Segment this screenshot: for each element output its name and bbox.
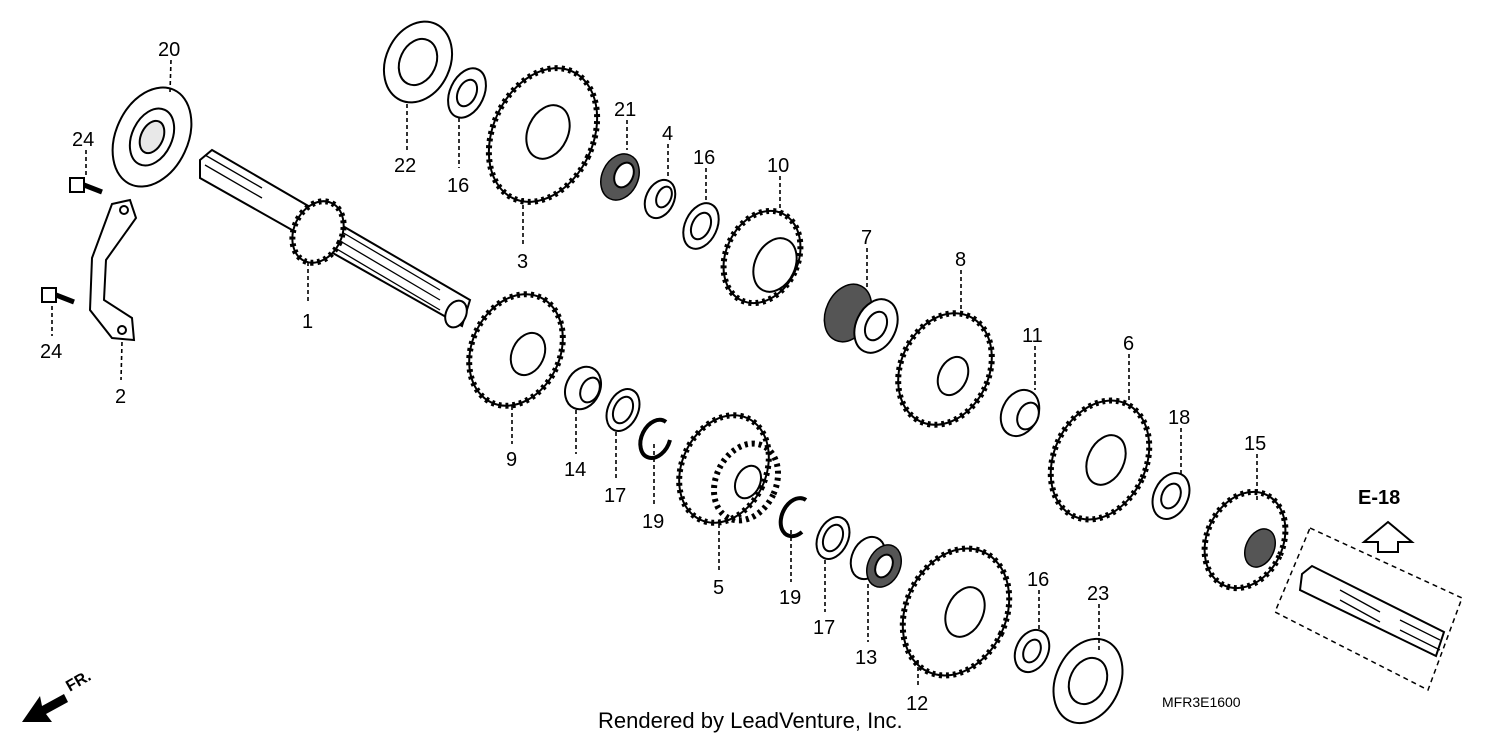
callout-10[interactable]: 10 [767,155,789,177]
callout-5[interactable]: 5 [713,577,724,599]
callout-12[interactable]: 12 [906,693,928,715]
callout-15[interactable]: 15 [1244,433,1266,455]
leader-lines [51,59,1258,688]
callout-9[interactable]: 9 [506,449,517,471]
callout-11[interactable]: 11 [1022,325,1043,347]
part-9-gear [466,291,566,409]
part-24-bolt-upper [69,177,103,195]
callout-16-lower[interactable]: 16 [1027,569,1049,591]
part-16-washer-lower [1013,628,1051,674]
part-13-needle-bearing [849,535,902,588]
callout-7[interactable]: 7 [861,227,872,249]
part-12-gear [899,545,1013,679]
callout-16-upper[interactable]: 16 [447,175,469,197]
callout-23[interactable]: 23 [1087,583,1109,605]
callout-2[interactable]: 2 [115,386,126,408]
part-20-bearing [111,86,193,188]
callout-4[interactable]: 4 [662,123,673,145]
part-5-gear [676,412,782,526]
callout-6[interactable]: 6 [1123,333,1134,355]
render-credit-caption: Rendered by LeadVenture, Inc. [598,708,903,733]
part-1-mainshaft [199,148,472,329]
part-4-bushing [643,178,677,220]
callout-21[interactable]: 21 [614,99,636,121]
callout-22[interactable]: 22 [394,155,416,177]
callout-18[interactable]: 18 [1168,407,1190,429]
part-16-washer-upper [447,67,487,119]
part-19-circlip-lower [778,496,808,539]
part-7-needle-bearing [823,283,899,354]
e18-reference-label[interactable]: E-18 [1358,487,1401,509]
callout-16-middle[interactable]: 16 [693,147,715,169]
part-8-gear [895,310,995,428]
callout-19-lower[interactable]: 19 [779,587,801,609]
part-3-gear [485,65,601,205]
part-10-gear [720,207,804,307]
e18-up-arrow-icon [1361,520,1415,553]
part-18-washer [1151,472,1191,520]
part-22-bearing [382,20,454,104]
part-14-bushing [564,365,602,411]
callout-20[interactable]: 20 [158,39,180,61]
callout-24-upper[interactable]: 24 [72,129,94,151]
callout-1[interactable]: 1 [302,311,313,333]
part-17-washer-upper [605,388,641,432]
drawing-code: MFR3E1600 [1162,694,1241,710]
part-11-bushing [999,388,1041,438]
callout-13[interactable]: 13 [855,647,877,669]
callout-3[interactable]: 3 [517,251,528,273]
part-6-gear [1047,397,1153,523]
part-15-gear [1201,488,1289,592]
callout-17-upper[interactable]: 17 [604,485,626,507]
part-16-washer-middle [682,202,720,250]
part-21-needle-bearing [600,153,640,201]
callout-8[interactable]: 8 [955,249,966,271]
front-direction-arrow-icon [22,694,68,722]
callout-24-lower[interactable]: 24 [40,341,62,363]
part-23-bearing [1052,637,1124,725]
part-17-washer-lower [815,516,851,560]
e18-reference-inset [1274,526,1463,692]
part-24-bolt-lower [41,287,75,305]
callouts: 20 24 24 2 1 22 16 3 21 4 16 10 7 8 11 6… [40,39,1266,715]
callout-17-lower[interactable]: 17 [813,617,835,639]
callout-19-upper[interactable]: 19 [642,511,664,533]
part-19-circlip-upper [638,417,672,460]
part-2-stopper-plate [88,198,138,342]
callout-14[interactable]: 14 [564,459,586,481]
